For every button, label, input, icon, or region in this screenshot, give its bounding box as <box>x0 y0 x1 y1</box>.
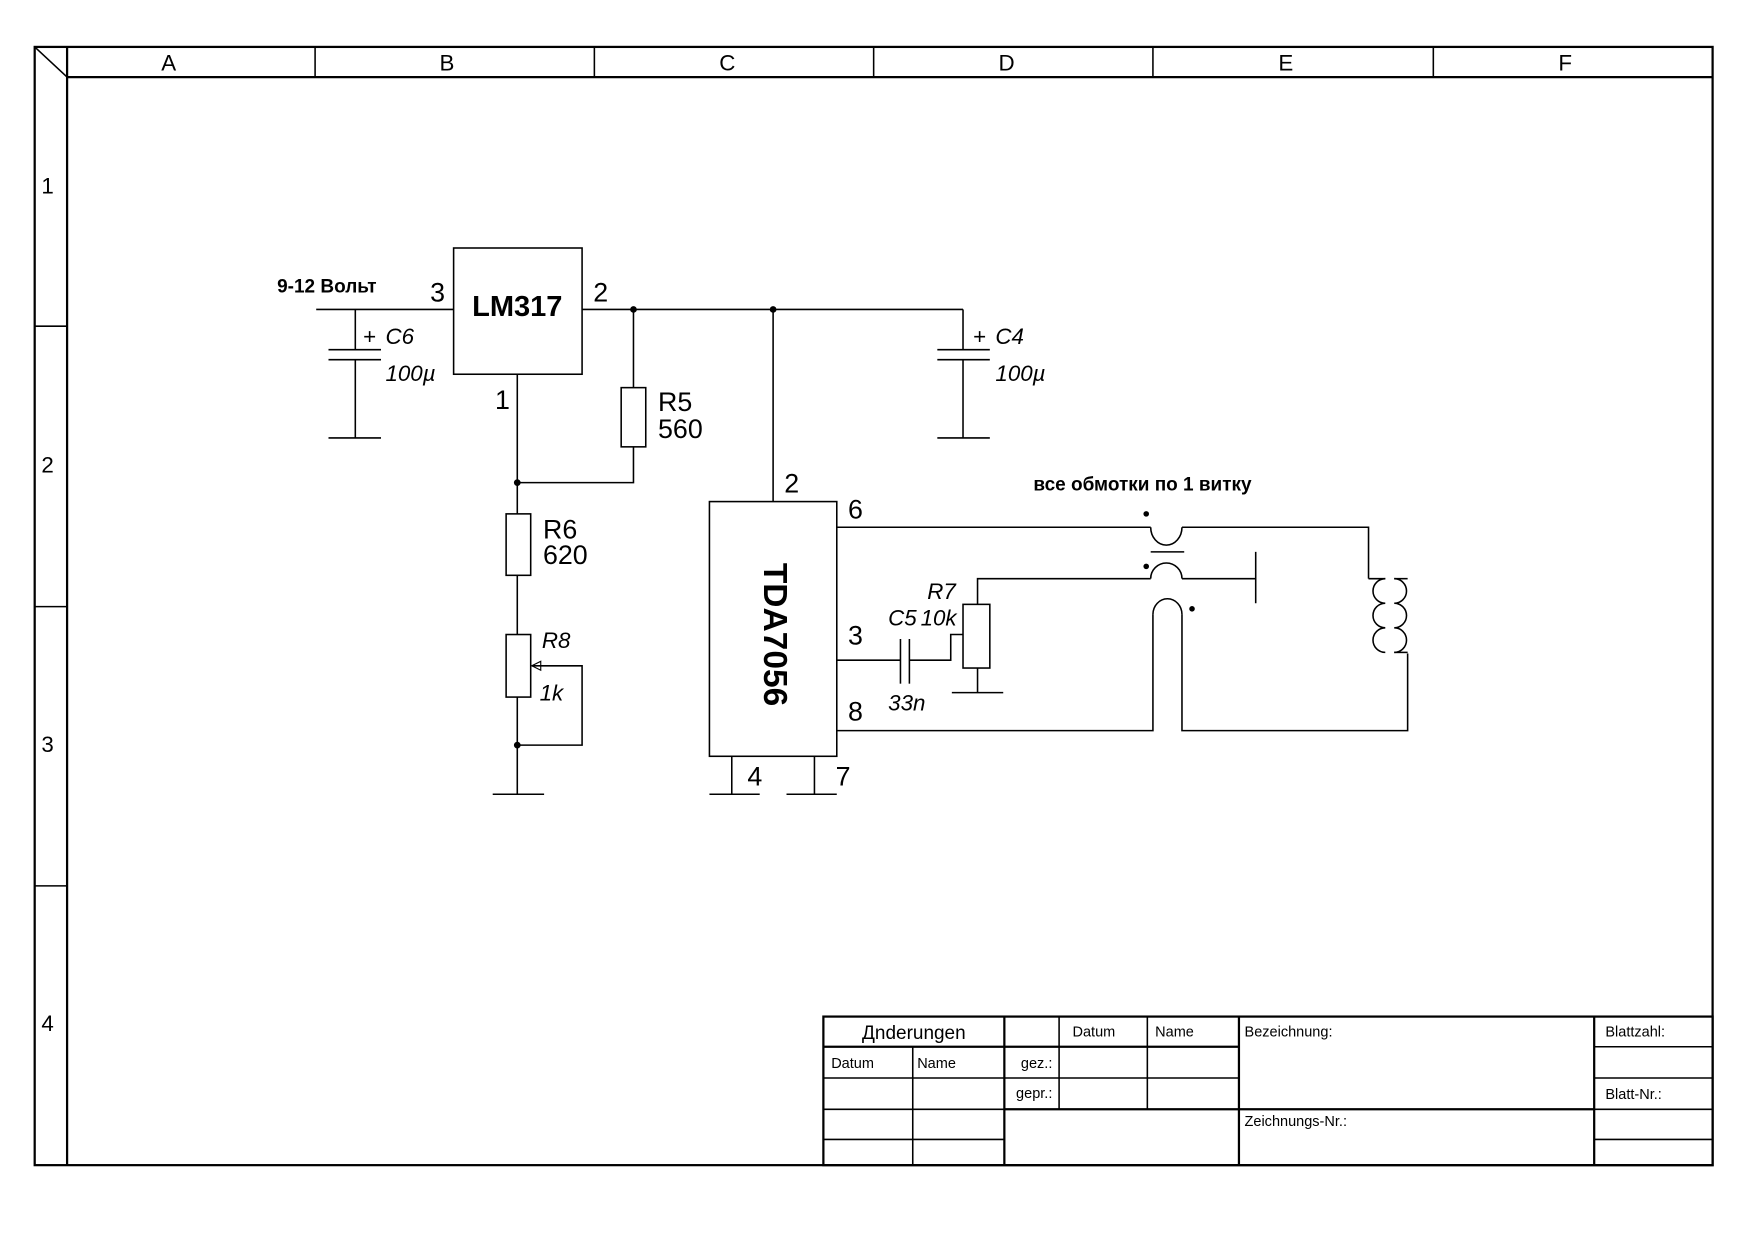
svg-text:Name: Name <box>1155 1025 1194 1041</box>
svg-text:C4: C4 <box>995 324 1024 349</box>
svg-text:R6: R6 <box>543 514 577 544</box>
svg-text:3: 3 <box>848 621 863 651</box>
svg-text:+: + <box>363 324 376 349</box>
row-label: 4 <box>41 1011 53 1036</box>
svg-text:Zeichnungs-Nr.:: Zeichnungs-Nr.: <box>1245 1114 1347 1130</box>
svg-text:Datum: Datum <box>831 1056 874 1072</box>
resistor-r5: R5 560 <box>517 309 703 484</box>
svg-text:R7: R7 <box>927 579 957 604</box>
svg-text:C5: C5 <box>888 606 917 631</box>
column-label: B <box>439 50 454 75</box>
svg-text:C6: C6 <box>385 324 414 349</box>
row-labels: 1 2 3 4 <box>41 173 53 1036</box>
supply-label: 9-12 Вольт <box>277 277 376 298</box>
svg-text:gepr.:: gepr.: <box>1016 1086 1052 1102</box>
svg-text:560: 560 <box>658 414 703 444</box>
svg-text:10k: 10k <box>921 606 959 631</box>
title-block: Дnderungen Datum Name Bezeichnung: Blatt… <box>822 1015 1714 1167</box>
svg-text:Bezeichnung:: Bezeichnung: <box>1245 1025 1333 1041</box>
svg-text:4: 4 <box>747 761 762 791</box>
row-label: 3 <box>41 732 53 757</box>
svg-text:Blatt-Nr.:: Blatt-Nr.: <box>1605 1087 1661 1103</box>
svg-text:1: 1 <box>495 385 510 415</box>
amplifier-tda7056: TDA7056 2 6 3 8 4 7 <box>708 469 863 796</box>
svg-text:Name: Name <box>917 1056 956 1072</box>
capacitor-c5: C5 33n <box>836 606 964 715</box>
column-label: D <box>999 50 1015 75</box>
svg-text:620: 620 <box>543 540 588 570</box>
resistor-r6: R6 620 <box>505 513 588 635</box>
column-label: A <box>161 50 176 75</box>
capacitor-c4: + C4 100µ <box>937 309 1046 439</box>
svg-text:33n: 33n <box>888 690 925 715</box>
svg-text:7: 7 <box>836 761 851 791</box>
svg-text:LM317: LM317 <box>472 291 562 323</box>
svg-text:6: 6 <box>848 494 863 524</box>
changes-header: Дnderungen <box>862 1023 966 1044</box>
row-label: 2 <box>41 453 53 478</box>
column-label: E <box>1278 50 1293 75</box>
svg-text:Blattzahl:: Blattzahl: <box>1605 1025 1665 1041</box>
capacitor-c6: + C6 100µ <box>316 308 454 439</box>
drawing-frame <box>33 45 1714 1167</box>
svg-text:100µ: 100µ <box>385 361 435 386</box>
svg-text:TDA7056: TDA7056 <box>756 563 793 706</box>
transformer: все обмотки по 1 витку <box>836 474 1409 732</box>
svg-text:+: + <box>973 324 986 349</box>
svg-text:2: 2 <box>784 469 799 499</box>
column-label: C <box>719 50 735 75</box>
svg-text:gez.:: gez.: <box>1021 1056 1052 1072</box>
column-labels: A B C D E F <box>161 50 1572 75</box>
svg-text:100µ: 100µ <box>995 361 1045 386</box>
potentiometer-r7: R7 10k <box>921 577 1151 694</box>
svg-text:R5: R5 <box>658 387 692 417</box>
column-label: F <box>1558 50 1572 75</box>
svg-text:R8: R8 <box>542 628 571 653</box>
svg-text:все обмотки по 1 витку: все обмотки по 1 витку <box>1033 474 1252 495</box>
svg-text:Datum: Datum <box>1072 1025 1115 1041</box>
regulator-lm317: LM317 3 2 1 <box>430 247 608 415</box>
row-label: 1 <box>41 173 53 198</box>
svg-text:8: 8 <box>848 697 863 727</box>
svg-text:2: 2 <box>593 278 608 308</box>
svg-text:3: 3 <box>430 278 445 308</box>
junction-dot <box>513 479 521 486</box>
potentiometer-r8: R8 1k <box>492 628 583 796</box>
svg-text:1k: 1k <box>540 680 565 705</box>
